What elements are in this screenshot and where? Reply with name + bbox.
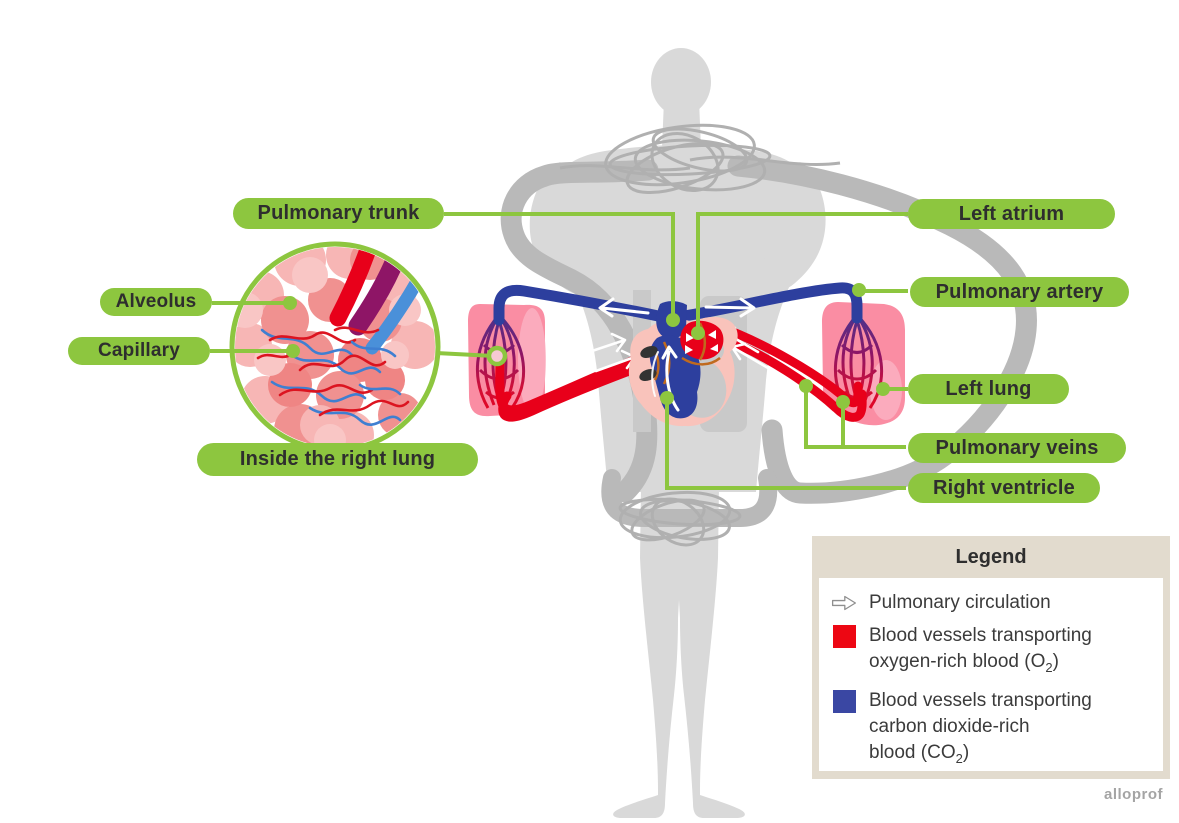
watermark: alloprof xyxy=(1104,786,1163,803)
legend-label: blood (CO xyxy=(869,741,956,763)
legend-item-co2-rich: Blood vessels transporting carbon dioxid… xyxy=(831,688,1153,772)
chest-capillary-network xyxy=(559,123,841,195)
ventricle-flow-arrow xyxy=(651,345,680,412)
legend-title: Legend xyxy=(955,545,1027,568)
systemic-vessel-right xyxy=(727,155,1037,504)
label-left-lung: Left lung xyxy=(908,374,1069,404)
legend-label: Blood vessels transporting xyxy=(869,625,1092,646)
dot-pulmonary-vein-2 xyxy=(836,395,850,409)
legend-label: Pulmonary circulation xyxy=(869,592,1051,613)
dot-left-lung xyxy=(876,382,890,396)
heart xyxy=(628,301,738,427)
capillary-mesh xyxy=(256,326,410,426)
dot-left-atrium xyxy=(691,326,705,340)
red-swatch-icon xyxy=(832,625,856,648)
legend-item-oxygen-rich: Blood vessels transporting oxygen-rich b… xyxy=(831,623,1153,681)
hips-and-legs xyxy=(613,487,745,818)
pulmonary-veins-right-lung-a xyxy=(495,347,651,415)
connector-pulmonary-trunk xyxy=(444,212,675,316)
magnifier-circle xyxy=(229,241,441,453)
blue-swatch-icon xyxy=(832,689,856,713)
legend-label: ) xyxy=(1052,651,1059,672)
head xyxy=(651,48,711,116)
dot-pulmonary-artery xyxy=(852,283,866,297)
legend-label: oxygen-rich blood (O xyxy=(869,651,1046,672)
subscript: 2 xyxy=(955,750,963,766)
subscript: 2 xyxy=(1045,659,1053,675)
legend-label: Blood vessels transporting xyxy=(869,689,1092,711)
vena-cava-opening xyxy=(640,345,658,359)
atrium-inflow-arrows xyxy=(685,330,718,354)
right-arm xyxy=(757,162,826,294)
label-inside-right-lung: Inside the right lung xyxy=(197,443,478,476)
pelvic-vessel xyxy=(601,469,778,527)
connector-pulmonary-veins xyxy=(804,388,906,449)
connector-right-ventricle xyxy=(665,400,906,490)
label-connectors xyxy=(210,212,908,490)
red-artery-band xyxy=(329,247,381,327)
legend-box: Legend Pulmonary circulation Blood vesse… xyxy=(812,536,1170,779)
legend-body: Pulmonary circulation Blood vessels tran… xyxy=(819,578,1163,771)
label-pulmonary-artery: Pulmonary artery xyxy=(910,277,1129,307)
dot-right-lung-ring xyxy=(486,345,508,367)
dot-pulmonary-trunk xyxy=(666,313,680,327)
abdominal-capillary-network xyxy=(618,490,742,547)
connector-dots xyxy=(283,283,890,409)
flow-arrow-left xyxy=(598,297,650,318)
legend-item-pulmonary-circulation: Pulmonary circulation xyxy=(831,590,1153,616)
right-arrow-outline-icon xyxy=(831,593,857,613)
label-pulmonary-trunk: Pulmonary trunk xyxy=(233,198,444,229)
label-right-ventricle: Right ventricle xyxy=(908,473,1100,503)
dot-right-ventricle xyxy=(660,391,674,405)
pulmonary-veins-left-lung-a xyxy=(715,322,863,408)
dot-pulmonary-vein-1 xyxy=(799,379,813,393)
label-pulmonary-veins: Pulmonary veins xyxy=(908,433,1126,463)
dot-alveolus xyxy=(283,296,297,310)
blue-flow-arrows xyxy=(598,297,756,318)
connector-circle-to-lung xyxy=(435,351,495,358)
legend-label: carbon dioxide-rich xyxy=(869,715,1030,737)
pulmonary-veins-right-lung-b xyxy=(498,359,653,422)
right-lung xyxy=(468,304,546,417)
connector-left-atrium xyxy=(696,212,908,329)
label-alveolus: Alveolus xyxy=(100,288,212,316)
label-left-atrium: Left atrium xyxy=(908,199,1115,229)
flow-arrow-right xyxy=(704,297,756,318)
label-capillary: Capillary xyxy=(68,337,210,365)
dot-capillary xyxy=(286,344,300,358)
legend-label: ) xyxy=(962,741,970,763)
